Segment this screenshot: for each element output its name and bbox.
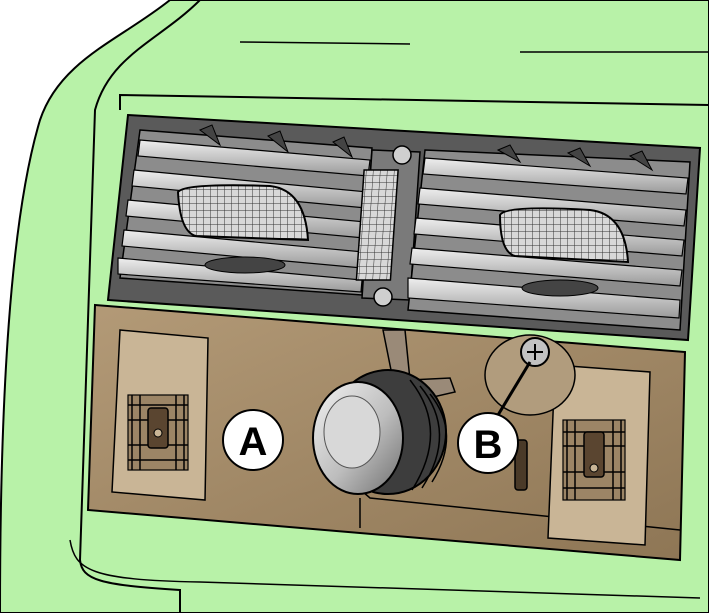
callout-a: A <box>222 409 284 471</box>
left-air-vent <box>117 124 373 296</box>
air-vent-assembly <box>106 113 702 342</box>
rotary-control-knob <box>312 369 448 495</box>
left-vent-louver-knob <box>176 184 310 242</box>
right-vent-louver-knob <box>498 207 630 264</box>
callout-a-label: A <box>239 420 268 464</box>
callout-b-leader-line <box>493 361 532 421</box>
callout-b: B <box>457 412 519 474</box>
right-rocker-switch <box>547 364 651 546</box>
retaining-screw <box>484 334 576 416</box>
slider-slot <box>514 439 528 491</box>
heater-control-panel <box>86 303 687 562</box>
left-rocker-switch <box>111 329 209 501</box>
vent-thumbwheel <box>355 145 421 307</box>
right-air-vent <box>407 144 691 331</box>
callout-b-label: B <box>474 423 503 467</box>
